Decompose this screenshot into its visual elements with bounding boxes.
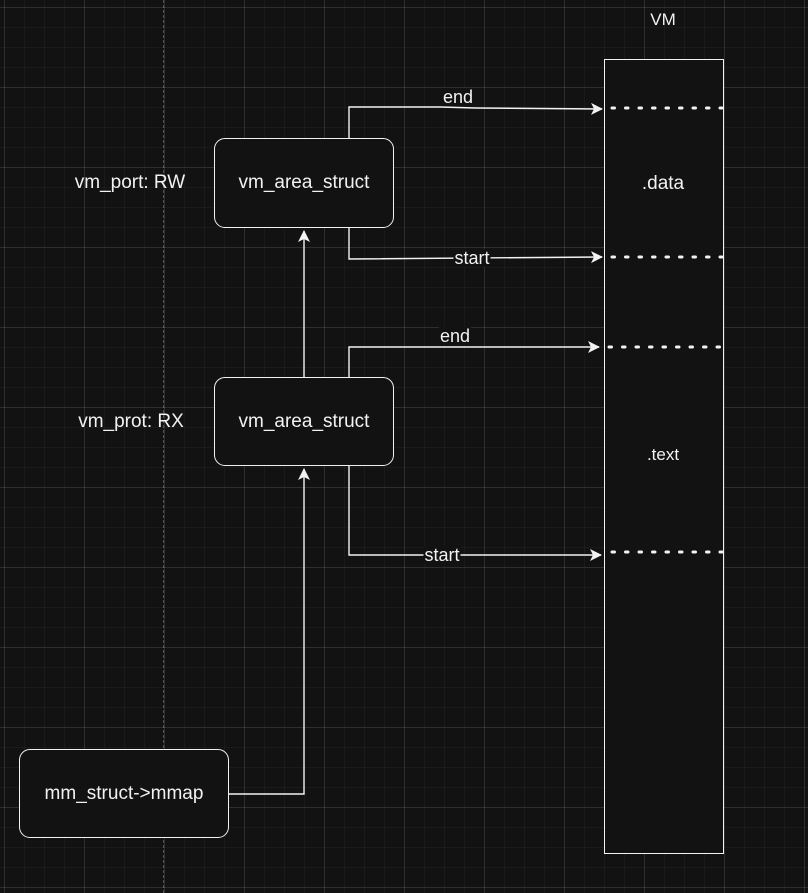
edge-mmap-link[interactable] <box>229 468 310 795</box>
edge-bottom-start[interactable] <box>348 466 602 561</box>
edge-bottom-end[interactable] <box>348 341 600 377</box>
edge-label-top-start: start <box>453 248 491 268</box>
vm-area-struct-bottom-label: vm_area_struct <box>238 410 370 432</box>
mm-struct-label: mm_struct->mmap <box>44 782 204 804</box>
top-prot-annotation: vm_port: RW <box>74 172 186 193</box>
edge-top-start[interactable] <box>348 228 603 264</box>
vm-title: VM <box>650 10 676 29</box>
dashed-guide-line <box>163 0 164 893</box>
edge-label-top-end: end <box>441 87 475 107</box>
bottom-prot-annotation: vm_prot: RX <box>78 411 184 432</box>
vm-area-struct-top-label: vm_area_struct <box>238 172 370 193</box>
mm-struct-node[interactable]: mm_struct->mmap <box>19 749 229 838</box>
edge-label-bottom-start: start <box>423 545 461 565</box>
vm-area-struct-bottom-node[interactable]: vm_area_struct <box>214 377 394 466</box>
segment-data-label: .data <box>641 173 685 194</box>
segment-text-label: .text <box>646 445 680 464</box>
vm-memory-column[interactable] <box>604 59 724 854</box>
edge-label-bottom-end: end <box>438 326 472 346</box>
edge-top-end[interactable] <box>348 102 603 138</box>
vm-area-struct-top-node[interactable]: vm_area_struct <box>214 138 394 228</box>
